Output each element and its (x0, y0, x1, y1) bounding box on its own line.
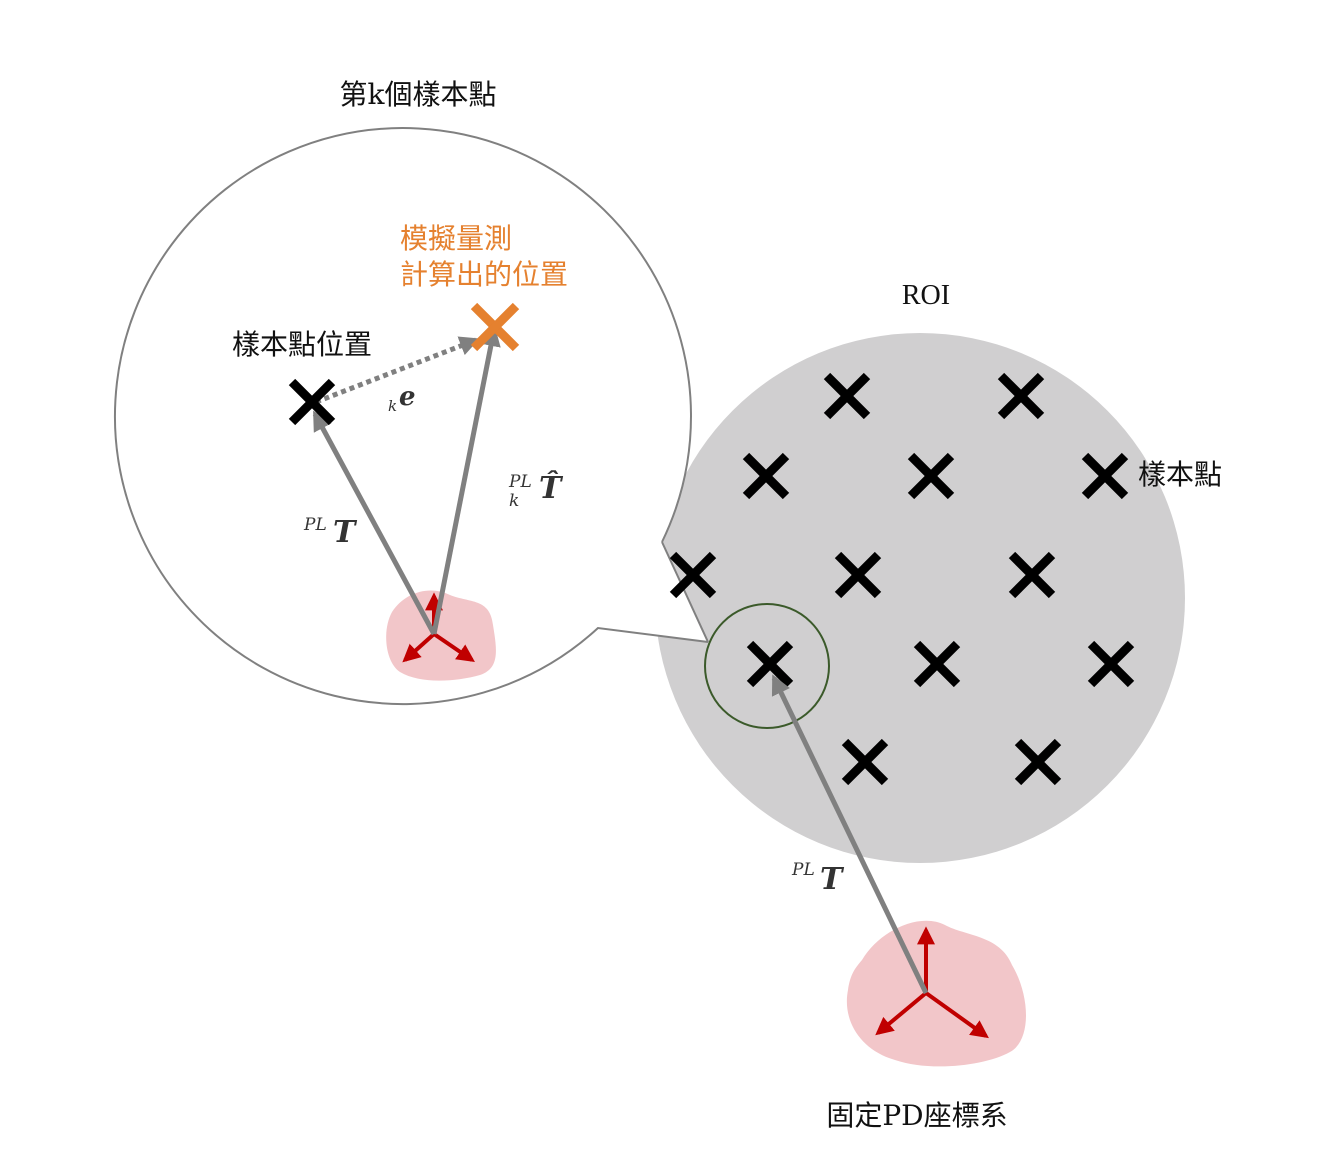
sample-point-x-icon (823, 372, 871, 420)
svg-text:e: e (399, 382, 416, 412)
inset-true-transform-arrow (312, 410, 437, 636)
sample-k-title: 第k個樣本點 (340, 78, 497, 111)
sample-position-x-icon (288, 378, 336, 426)
estimated-position-x-icon (470, 302, 520, 352)
estimated-transform-math-label: PL k T̂ (508, 471, 564, 511)
sim-measure-label-line2: 計算出的位置 (400, 258, 568, 291)
sample-point-x-icon (742, 452, 790, 500)
svg-text:T: T (333, 515, 358, 550)
svg-text:T̂: T̂ (539, 471, 564, 506)
svg-text:T: T (820, 862, 845, 897)
roi-label: ROI (902, 280, 950, 311)
highlight-circle (704, 603, 830, 729)
sample-point-x-icon (1087, 640, 1135, 688)
roi-sample-points (669, 372, 1135, 786)
sample-point-x-icon (1008, 551, 1056, 599)
sample-point-x-icon (1014, 738, 1062, 786)
sample-point-x-icon (907, 452, 955, 500)
main-transform-math-label: PL T (791, 860, 845, 897)
sample-points-label: 樣本點 (1138, 458, 1222, 491)
error-math-label: k e (388, 382, 416, 415)
main-transform-arrow (771, 674, 929, 995)
sample-point-x-icon (997, 372, 1045, 420)
svg-text:PL: PL (508, 472, 532, 492)
magnifier-tail-upper (661, 541, 709, 643)
svg-text:k: k (388, 397, 397, 415)
error-vector-arrow (315, 336, 480, 405)
magnifier-callout (114, 127, 709, 706)
roi-region (655, 333, 1185, 863)
sample-point-x-icon (1081, 452, 1129, 500)
sample-point-x-icon (913, 640, 961, 688)
true-transform-math-label: PL T (303, 515, 358, 550)
fixed-frame-label: 固定PD座標系 (826, 1099, 1007, 1132)
svg-text:k: k (509, 491, 519, 511)
sim-measure-label-line1: 模擬量測 (400, 222, 512, 255)
sample-point-x-icon (669, 551, 717, 599)
sample-point-x-icon (834, 551, 882, 599)
fixed-frame-blob (846, 920, 1026, 1067)
sample-point-x-icon (841, 738, 889, 786)
sample-position-label: 樣本點位置 (232, 328, 372, 361)
inset-estimated-transform-arrow (431, 326, 501, 635)
svg-text:PL: PL (791, 860, 815, 880)
svg-text:PL: PL (303, 515, 327, 535)
fixed-frame-axes-icon (875, 926, 989, 1039)
